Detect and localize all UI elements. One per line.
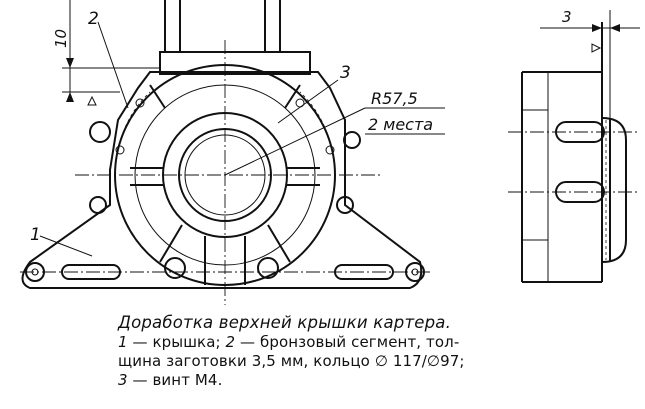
dimension-radius: R57,5 <box>371 89 418 108</box>
figure-caption: Доработка верхней крышки картера. 1 — кр… <box>118 313 638 390</box>
legend-text-3: — винт М4. <box>127 371 223 389</box>
dimension-height: 10 <box>52 29 70 48</box>
legend-text-1: — крышка; <box>127 333 226 351</box>
callout-2: 2 <box>88 9 99 29</box>
callout-3: 3 <box>340 63 351 83</box>
legend-num-1: 1 <box>118 333 128 351</box>
legend-line-2: щина заготовки 3,5 мм, кольцо ∅ 117/∅97; <box>118 352 465 370</box>
front-view <box>20 0 445 305</box>
legend-num-3: 3 <box>118 371 128 389</box>
legend-text-2: — бронзовый сегмент, тол- <box>235 333 460 351</box>
side-view <box>508 10 640 283</box>
legend-num-2: 2 <box>225 333 236 351</box>
dimension-places: 2 места <box>368 115 433 134</box>
legend-line-1: 1 — крышка; 2 — бронзовый сегмент, тол- <box>118 333 638 352</box>
callout-1: 1 <box>30 225 41 245</box>
legend-line-3: 3 — винт М4. <box>118 371 638 390</box>
caption-title: Доработка верхней крышки картера. <box>118 313 452 332</box>
dimension-side: 3 <box>562 8 572 26</box>
